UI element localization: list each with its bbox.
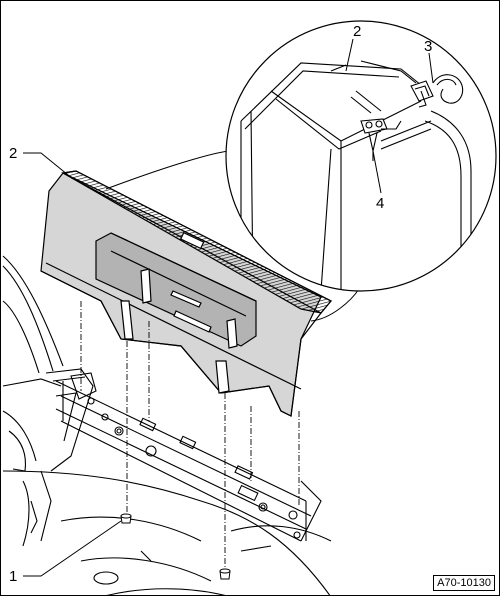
vehicle-floor: [2, 255, 332, 595]
fasteners: [120, 513, 231, 580]
detail-magnifier: [105, 20, 497, 322]
callout-2-main: 2: [9, 145, 17, 162]
callout-lines: [23, 38, 434, 577]
callout-1: 1: [9, 568, 17, 585]
reference-code-label: A70-10130: [433, 575, 495, 591]
callout-3: 3: [424, 38, 432, 55]
callout-2-detail: 2: [353, 23, 361, 40]
rear-panel-trim: [40, 170, 332, 417]
callout-4: 4: [376, 195, 384, 212]
assembly-lines: [80, 301, 300, 571]
